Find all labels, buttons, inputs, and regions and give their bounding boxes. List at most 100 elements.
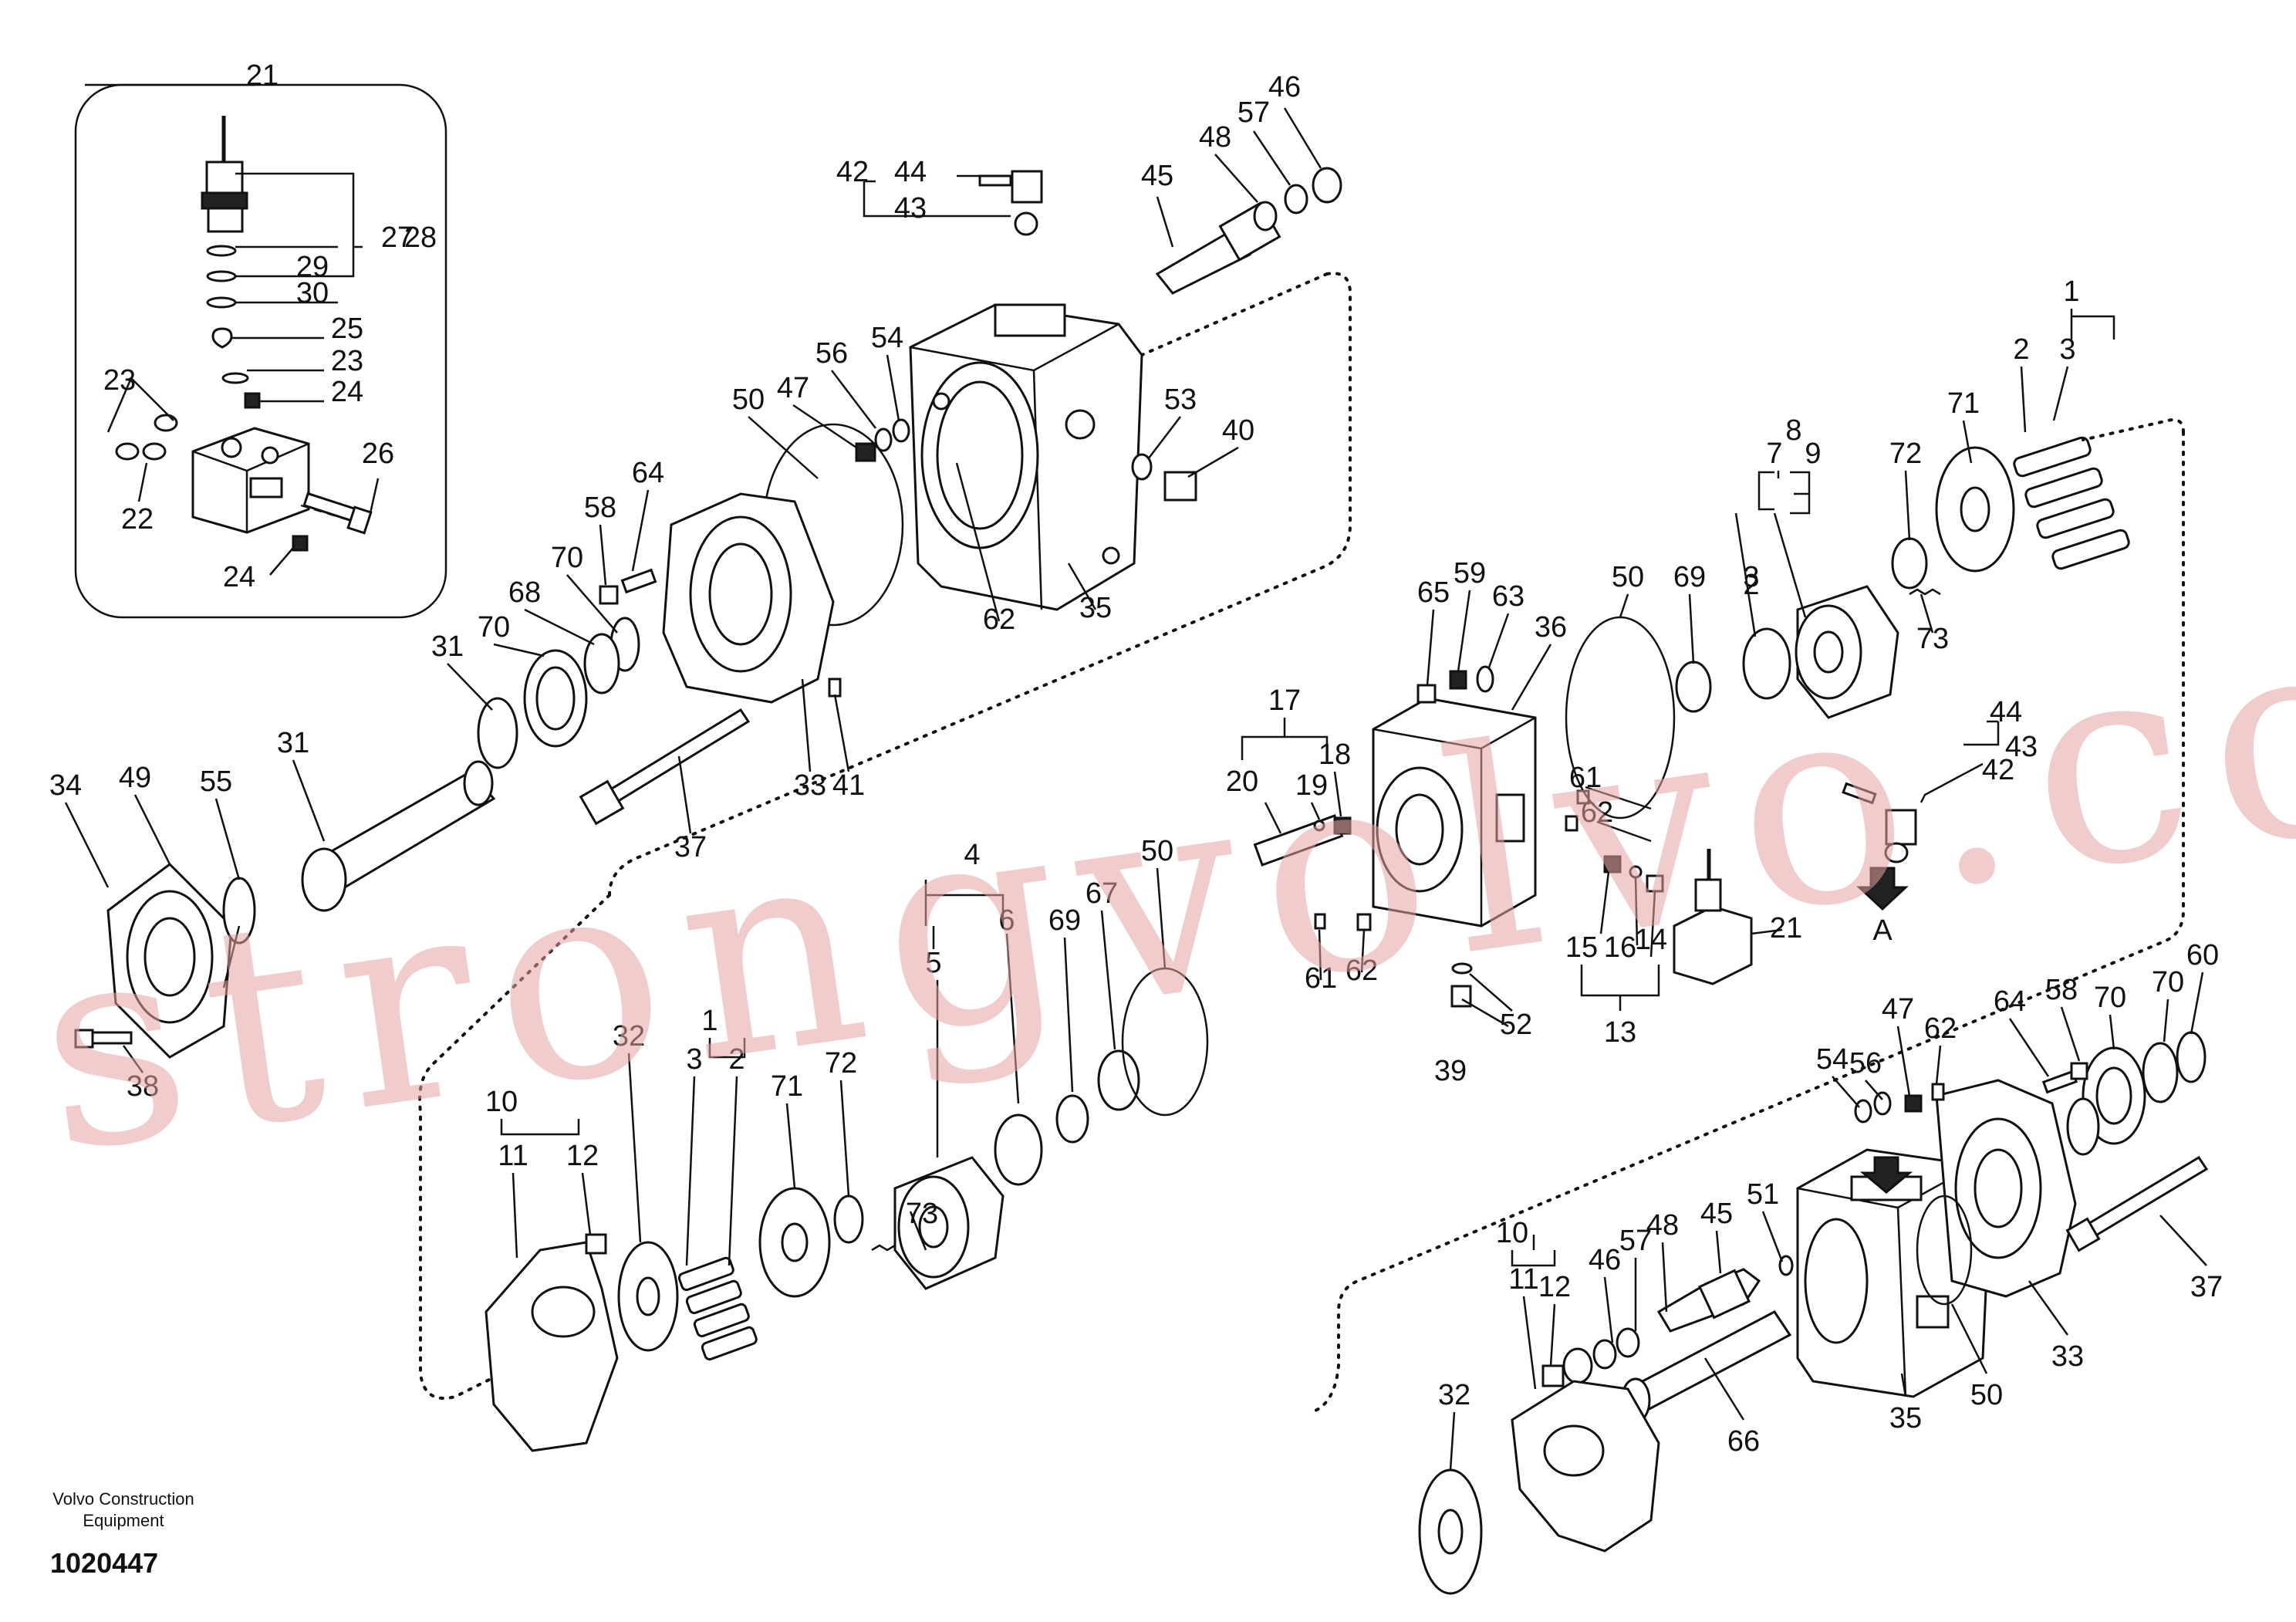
stud-64-upper bbox=[620, 568, 657, 594]
callout-49: 49 bbox=[119, 762, 151, 794]
o-ring-48-upper bbox=[1253, 201, 1278, 231]
callout-3: 3 bbox=[686, 1043, 702, 1076]
retainer-plate-71-left bbox=[758, 1187, 831, 1298]
callout-59: 59 bbox=[1454, 557, 1486, 590]
callout-67: 67 bbox=[1086, 877, 1118, 910]
callout-53: 53 bbox=[1164, 384, 1197, 416]
callout-68: 68 bbox=[508, 576, 541, 609]
washer-70-upper-b bbox=[477, 697, 518, 769]
callout-26: 26 bbox=[362, 438, 394, 470]
callout-62: 62 bbox=[1924, 1012, 1957, 1045]
cylinder-block-8 bbox=[1795, 585, 1899, 719]
callout-15: 15 bbox=[1565, 931, 1598, 964]
callout-37: 37 bbox=[674, 831, 707, 863]
pin-61-left bbox=[1314, 913, 1326, 930]
callout-35: 35 bbox=[1079, 592, 1112, 624]
callout-6: 6 bbox=[998, 904, 1015, 937]
callout-50: 50 bbox=[732, 384, 765, 416]
plate-9 bbox=[1742, 627, 1791, 700]
callout-61: 61 bbox=[1569, 762, 1602, 794]
lower-right-boundary bbox=[1310, 418, 2185, 1414]
o-ring-56-upper bbox=[874, 427, 893, 452]
callout-71: 71 bbox=[1947, 387, 1980, 420]
company-name-line1: Volvo Construction bbox=[52, 1489, 194, 1509]
callout-27: 27 bbox=[381, 221, 414, 254]
callout-58: 58 bbox=[2045, 974, 2078, 1006]
pump-casing-35-lower bbox=[1796, 1148, 1992, 1398]
callout-4: 4 bbox=[964, 839, 980, 871]
swash-plate-11-right bbox=[1511, 1364, 1660, 1553]
end-cover-33-lower bbox=[1935, 1079, 2077, 1298]
o-ring-23-left-a bbox=[115, 442, 140, 461]
plug-47-upper bbox=[855, 442, 876, 462]
view-arrow-a-upper bbox=[1856, 867, 1909, 911]
callout-56: 56 bbox=[1849, 1047, 1882, 1080]
plug-18 bbox=[1333, 816, 1352, 835]
callout-12: 12 bbox=[1538, 1271, 1571, 1303]
callout-70: 70 bbox=[551, 542, 583, 574]
callout-34: 34 bbox=[49, 769, 82, 802]
valve-block-36 bbox=[1372, 697, 1537, 928]
piston-set-1-left bbox=[677, 1256, 758, 1361]
o-ring-52 bbox=[1451, 962, 1473, 975]
callout-23: 23 bbox=[103, 364, 136, 397]
callout-46: 46 bbox=[1268, 71, 1301, 103]
drawing-number: 1020447 bbox=[50, 1547, 158, 1579]
callout-17: 17 bbox=[1268, 684, 1301, 717]
piston-set-1-upper bbox=[2013, 436, 2130, 570]
callout-2: 2 bbox=[2013, 333, 2029, 366]
o-ring-51 bbox=[1778, 1255, 1794, 1276]
drive-shaft-31 bbox=[301, 760, 496, 912]
callout-41: 41 bbox=[832, 769, 865, 802]
plug-25 bbox=[211, 327, 233, 349]
callout-11: 11 bbox=[1508, 1263, 1538, 1296]
callout-38: 38 bbox=[127, 1070, 159, 1103]
nut-58-upper bbox=[599, 585, 619, 605]
callout-19: 19 bbox=[1295, 769, 1328, 802]
plug-47-lower bbox=[1904, 1094, 1923, 1113]
seal-cover-34 bbox=[106, 863, 233, 1059]
o-ring-23-left-c bbox=[154, 414, 178, 432]
nut-58-lower bbox=[2070, 1062, 2088, 1080]
callout-13: 13 bbox=[1604, 1016, 1636, 1049]
callout-3: 3 bbox=[2059, 333, 2075, 366]
callout-2: 2 bbox=[1743, 569, 1759, 601]
callout-20: 20 bbox=[1226, 765, 1258, 798]
o-ring-63 bbox=[1476, 665, 1494, 693]
plug-15 bbox=[1603, 855, 1622, 874]
callout-43: 43 bbox=[894, 192, 927, 225]
spring-73-upper bbox=[1909, 588, 1941, 596]
callout-46: 46 bbox=[1589, 1244, 1621, 1276]
inset-detail-box bbox=[74, 83, 447, 619]
callout-25: 25 bbox=[331, 313, 363, 345]
callout-62: 62 bbox=[983, 603, 1015, 636]
valve-42-right bbox=[1842, 782, 1917, 863]
o-ring-57-lower bbox=[1592, 1339, 1617, 1370]
callout-72: 72 bbox=[825, 1047, 857, 1080]
callout-32: 32 bbox=[1438, 1379, 1470, 1411]
pin-41 bbox=[828, 678, 842, 698]
callout-31: 31 bbox=[277, 727, 309, 759]
callout-40: 40 bbox=[1222, 414, 1254, 447]
callout-62: 62 bbox=[1346, 955, 1378, 987]
callout-33: 33 bbox=[794, 769, 826, 802]
washer-70-lower-b bbox=[2066, 1097, 2100, 1156]
callout-44: 44 bbox=[894, 156, 927, 188]
end-cover-33-upper bbox=[662, 492, 835, 704]
callout-12: 12 bbox=[566, 1140, 599, 1172]
callout-10: 10 bbox=[485, 1086, 518, 1118]
callout-42: 42 bbox=[836, 156, 869, 188]
solenoid-45-lower bbox=[1656, 1268, 1761, 1333]
callout-18: 18 bbox=[1319, 738, 1351, 771]
bolt-38 bbox=[74, 1029, 133, 1049]
leader-lines bbox=[64, 107, 2207, 1471]
callout-69: 69 bbox=[1048, 904, 1081, 937]
callout-47: 47 bbox=[777, 372, 809, 404]
ball-20 bbox=[1313, 819, 1325, 832]
callout-55: 55 bbox=[200, 765, 232, 798]
pressure-sensor-21 bbox=[1673, 849, 1753, 985]
plug-59 bbox=[1449, 670, 1467, 690]
callout-29: 29 bbox=[296, 251, 329, 283]
